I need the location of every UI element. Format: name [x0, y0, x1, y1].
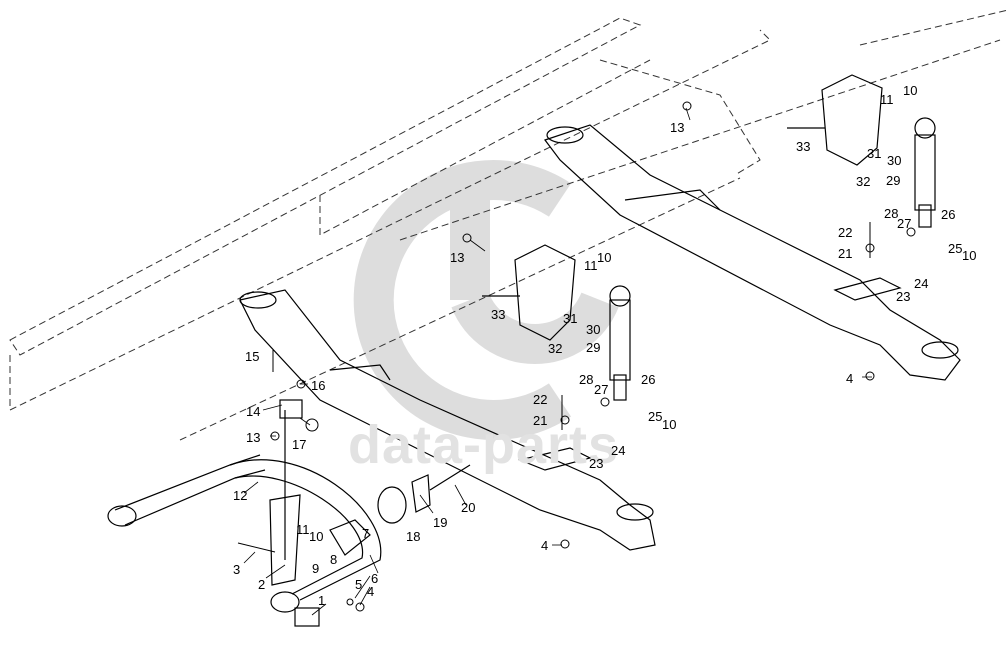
callout-23-front: 23: [589, 456, 604, 471]
callout-28-front: 28: [579, 372, 594, 387]
callout-4-front: 4: [541, 538, 549, 553]
callout-11-rear: 11: [880, 92, 894, 107]
callout-21-front: 21: [533, 413, 548, 428]
callout-17: 17: [292, 437, 307, 452]
callout-19: 19: [433, 515, 448, 530]
axle-pads: [518, 277, 902, 471]
callout-13-front-top: 13: [450, 250, 465, 265]
callout-24-rear: 24: [914, 276, 929, 291]
callout-27-rear: 27: [897, 216, 912, 231]
callout-11: 11: [296, 522, 310, 537]
callout-6: 6: [371, 571, 379, 586]
hardware: [237, 101, 916, 612]
callout-16: 16: [311, 378, 326, 393]
callout-21-rear: 21: [838, 246, 853, 261]
callout-2: 2: [258, 577, 266, 592]
shock-bracket-rear: [787, 74, 883, 166]
stabilizer-bar: [107, 454, 382, 627]
callout-32-rear: 32: [856, 174, 871, 189]
callout-10: 10: [309, 529, 324, 544]
callout-20: 20: [461, 500, 476, 515]
callout-33-front: 33: [491, 307, 506, 322]
callout-8: 8: [330, 552, 338, 567]
callout-23-rear: 23: [896, 289, 911, 304]
callout-13-rear: 13: [670, 120, 685, 135]
callout-30-rear: 30: [887, 153, 902, 168]
shock-bracket-front: [482, 244, 576, 341]
callout-31-rear: 31: [867, 146, 882, 161]
callout-29-front: 29: [586, 340, 601, 355]
watermark-logo: [353, 160, 619, 440]
callout-33-rear: 33: [796, 139, 811, 154]
callout-25-rear: 25: [948, 241, 963, 256]
callout-22-front: 22: [533, 392, 548, 407]
callout-11-front: 11: [584, 258, 598, 273]
callout-1: 1: [318, 593, 326, 608]
callout-22-rear: 22: [838, 225, 853, 240]
stabilizer-link: [269, 399, 471, 586]
callout-9: 9: [312, 561, 320, 576]
callout-28-rear: 28: [884, 206, 899, 221]
callout-7: 7: [362, 526, 370, 541]
callout-10-rear-low: 10: [962, 248, 977, 263]
callout-10-rear: 10: [903, 83, 918, 98]
front-axle: [239, 289, 656, 551]
callout-10-front: 10: [662, 417, 677, 432]
callout-14: 14: [246, 404, 261, 419]
callout-15: 15: [245, 349, 260, 364]
callout-29-rear: 29: [886, 173, 901, 188]
callout-31-front: 31: [563, 311, 578, 326]
callout-3: 3: [233, 562, 241, 577]
callout-32-front: 32: [548, 341, 563, 356]
shock-absorber-rear: [914, 117, 936, 228]
shock-absorber-front: [609, 285, 631, 401]
rear-axle: [544, 124, 961, 381]
callout-24-front: 24: [611, 443, 626, 458]
callout-26-rear: 26: [941, 207, 956, 222]
callout-12: 12: [233, 488, 248, 503]
callout-5: 5: [355, 577, 363, 592]
callout-25-front: 25: [648, 409, 663, 424]
callout-10-front-top: 10: [597, 250, 612, 265]
callout-18: 18: [406, 529, 421, 544]
leader-lines: [243, 107, 872, 616]
callout-4: 4: [367, 584, 375, 599]
watermark-text: data-parts: [348, 415, 620, 475]
callout-26-front: 26: [641, 372, 656, 387]
frame-rails: [9, 9, 1008, 441]
callout-27-front: 27: [594, 382, 609, 397]
callout-13: 13: [246, 430, 261, 445]
callout-4-rear: 4: [846, 371, 854, 386]
callout-30-front: 30: [586, 322, 601, 337]
